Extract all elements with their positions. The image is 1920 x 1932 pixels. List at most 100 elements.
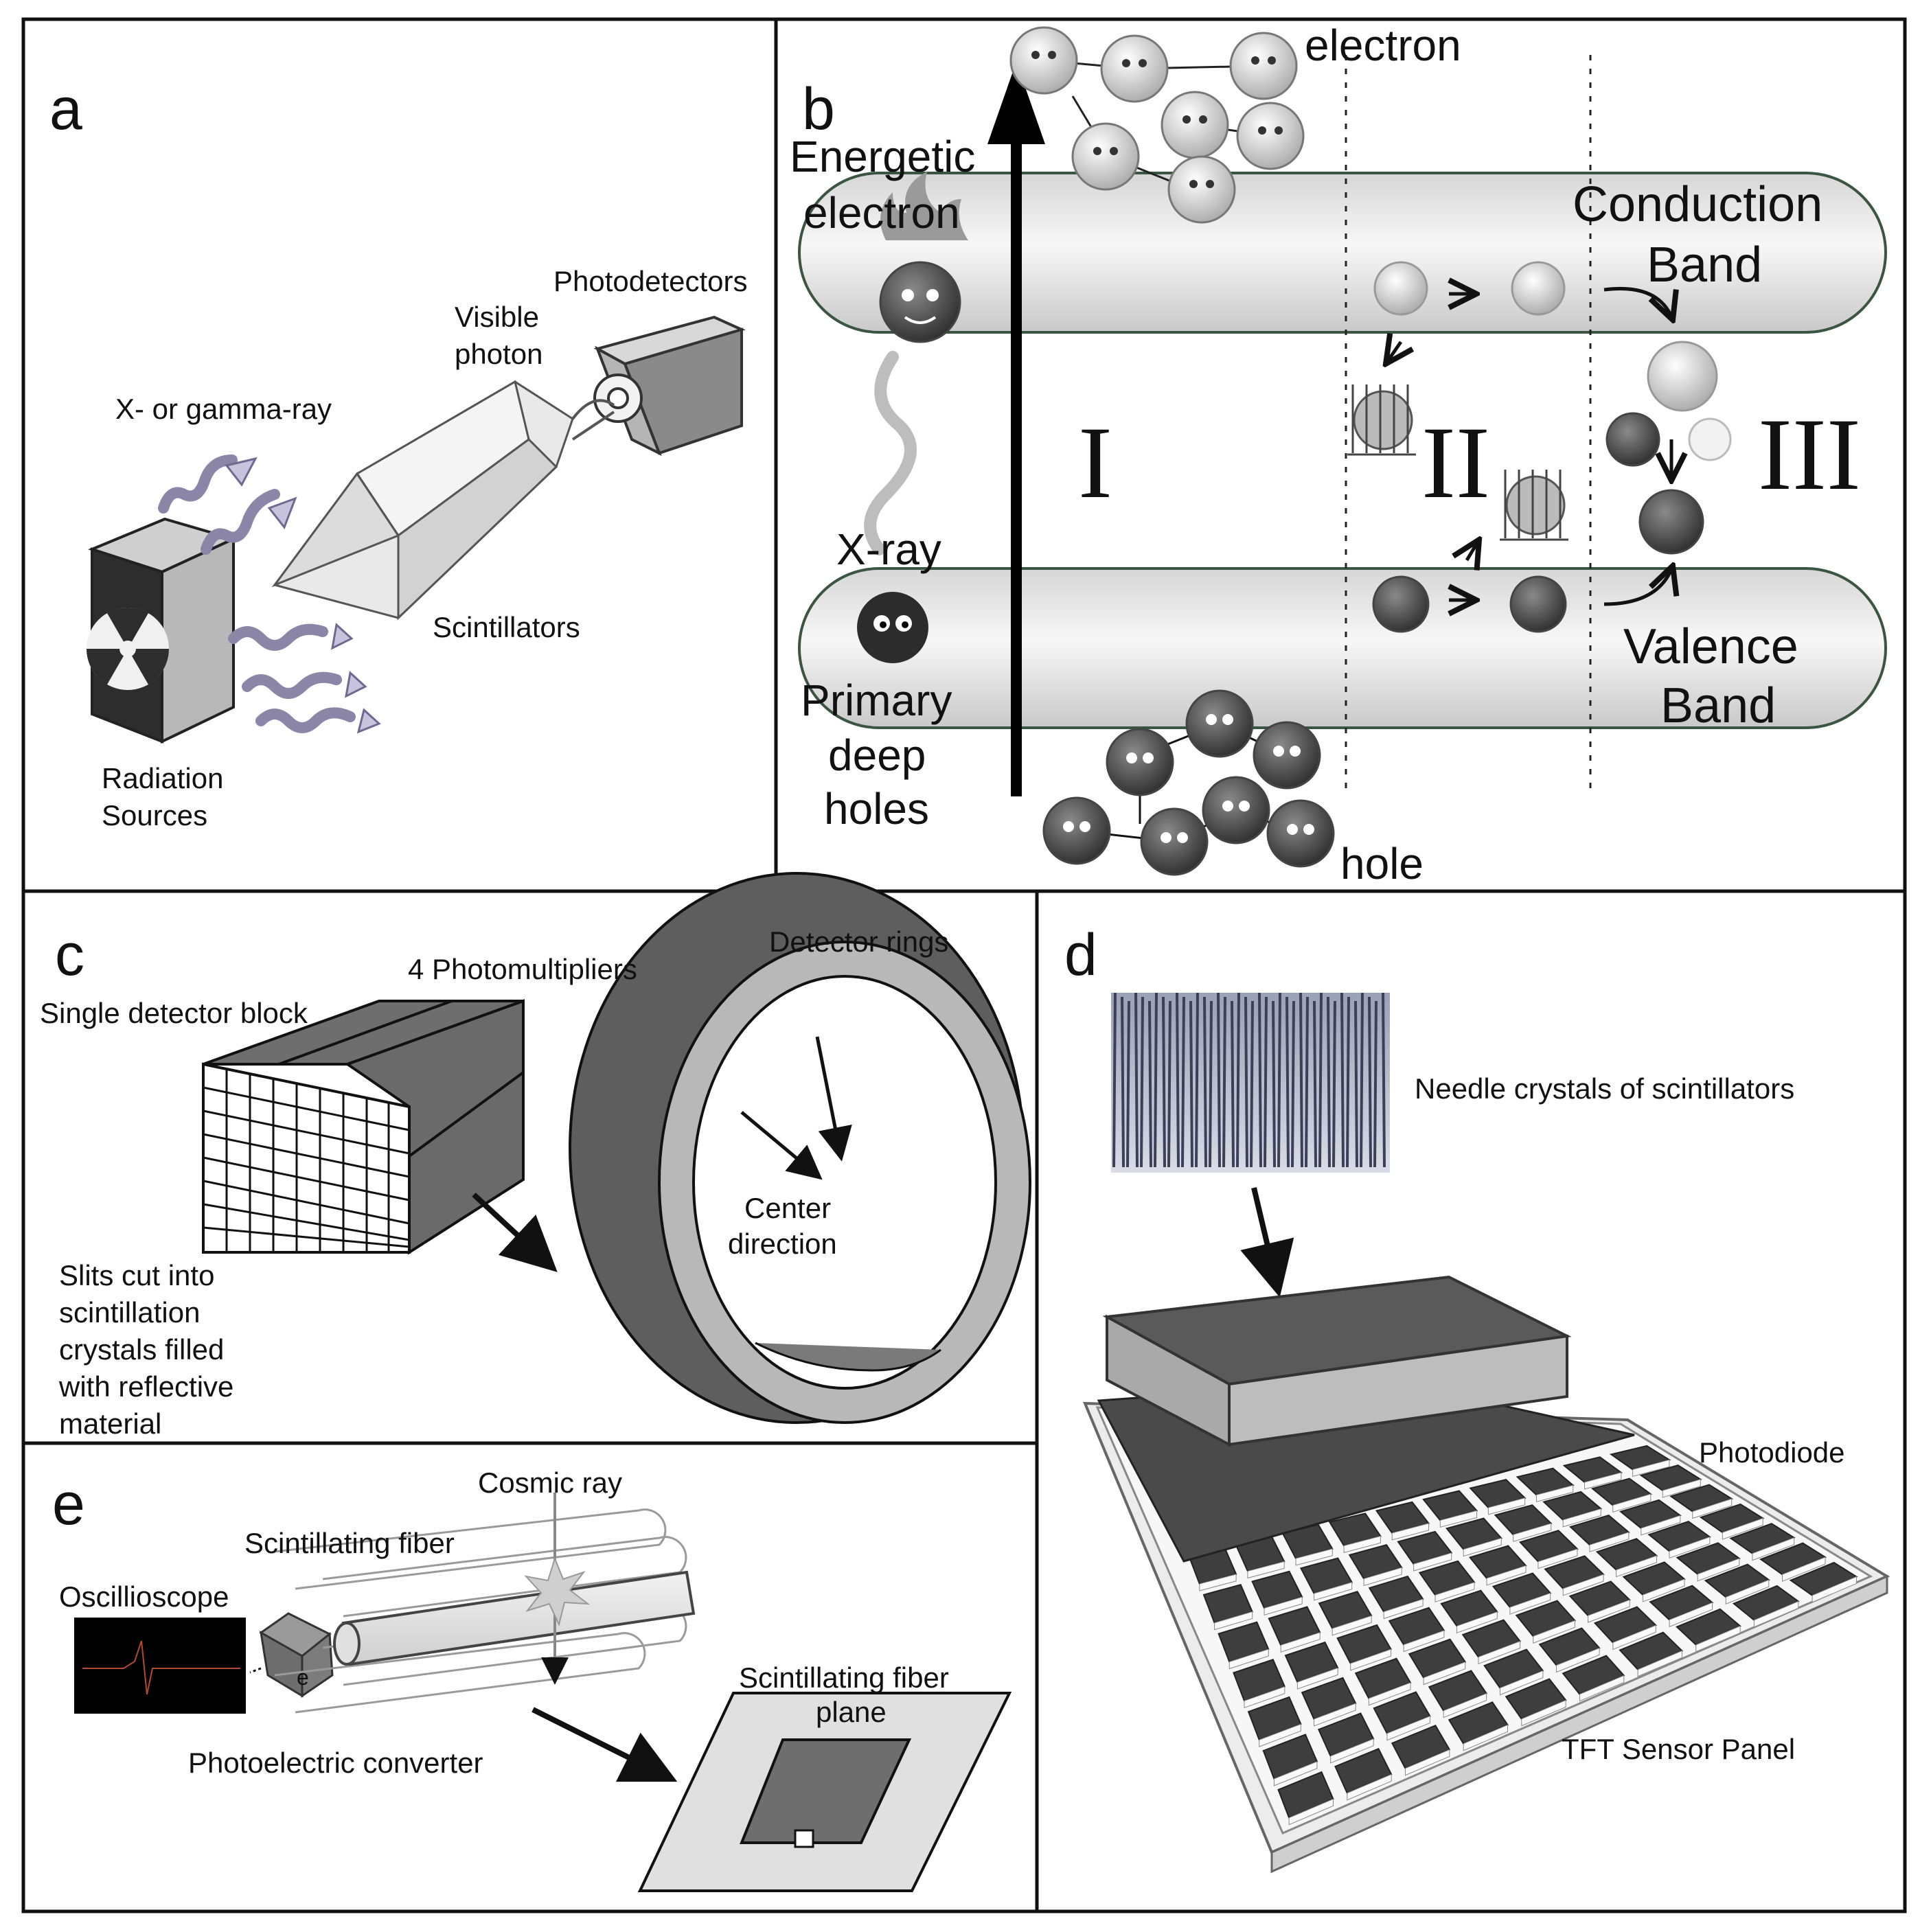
photodiode-pixel-edge: [1478, 1640, 1521, 1665]
label-energetic-electron: electron: [803, 188, 960, 238]
label-conduction: Conduction: [1573, 177, 1822, 232]
photodiode-pixel-edge: [1259, 1723, 1301, 1747]
photodiode-array: [1187, 1445, 1858, 1826]
needle-line: [1346, 996, 1350, 1168]
photodiode-pixel-edge: [1413, 1552, 1452, 1572]
radiation-source-box: [86, 517, 238, 744]
photodiode-pixel-edge: [1535, 1484, 1574, 1503]
photodiode-pixel-edge: [1363, 1567, 1402, 1587]
photodiode-pixel-edge: [1487, 1497, 1526, 1515]
label-slits-3: crystals filled: [59, 1333, 224, 1366]
photodiode-pixel-edge: [1533, 1620, 1575, 1644]
photodiode-pixel-edge: [1383, 1598, 1424, 1620]
photodiode-pixel-edge: [1463, 1724, 1508, 1751]
label-slits-1: Slits cut into: [59, 1259, 214, 1291]
photodiode-pixel-edge: [1725, 1579, 1770, 1605]
gamma-ray-arrowheads: [225, 457, 381, 734]
panel-e-letter: e: [52, 1471, 85, 1537]
panel-c-letter: c: [55, 922, 84, 988]
photodiode-pixel-edge: [1463, 1537, 1502, 1557]
label-hole: hole: [1340, 839, 1424, 888]
fiber-plane: [637, 1692, 1012, 1892]
needle-line: [1162, 996, 1166, 1168]
photodiode-pixel-edge: [1280, 1631, 1321, 1653]
photodiode-pixel-edge: [1456, 1611, 1498, 1634]
label-slits-5: material: [59, 1407, 161, 1440]
needle-crystals-image: [1111, 992, 1390, 1173]
label-photon: photon: [455, 338, 542, 370]
photodiode-pixel-edge: [1443, 1692, 1487, 1718]
photodiode-pixel-edge: [1199, 1574, 1237, 1591]
photodiode-pixel-edge: [1296, 1667, 1338, 1690]
label-plane-1: Scintillating fiber: [739, 1661, 949, 1694]
label-primary: Primary: [801, 676, 952, 725]
photodiode-pixel-edge: [1404, 1749, 1450, 1776]
panel-a: a: [49, 76, 748, 831]
center-direction-arrows: [740, 1036, 852, 1180]
photodiode-pixel-edge: [1632, 1459, 1670, 1477]
radiation-symbol-icon: [86, 607, 170, 690]
photodiode-pixel-edge: [1439, 1510, 1478, 1528]
conduction-band: [798, 172, 1887, 334]
photodiode-pixel-edge: [1521, 1699, 1566, 1727]
needle-line: [1382, 992, 1386, 1168]
photodiode-pixel-edge: [1332, 1615, 1372, 1636]
label-region-3: III: [1758, 398, 1861, 511]
label-radiation: Radiation: [102, 762, 223, 794]
photodiode-pixel-edge: [1562, 1574, 1604, 1596]
photodiode-pixel-edge: [1347, 1773, 1392, 1801]
needle-line: [1181, 996, 1185, 1168]
photodiode-pixel-edge: [1509, 1592, 1551, 1615]
needle-line: [1332, 1000, 1336, 1168]
needle-line: [1244, 996, 1248, 1168]
primary-hole-icon: [857, 592, 928, 663]
transition-arrows: [1386, 288, 1673, 604]
panel-c: c: [40, 872, 1031, 1440]
photodiode-pixel-edge: [1403, 1630, 1445, 1653]
photodiode-pixel-edge: [1637, 1650, 1682, 1677]
photodiode-pixel-edge: [1214, 1611, 1253, 1631]
needle-line: [1112, 992, 1117, 1168]
photodiode-pixel-edge: [1612, 1624, 1656, 1651]
needle-line: [1134, 992, 1139, 1168]
panel-b: b: [790, 21, 1887, 888]
needle-line: [1318, 992, 1323, 1168]
needle-line: [1250, 1000, 1254, 1168]
label-photomultipliers: 4 Photomultipliers: [408, 953, 637, 985]
label-sources: Sources: [102, 799, 207, 831]
photodiode-pixel-edge: [1273, 1761, 1318, 1786]
label-valence-band: Band: [1660, 678, 1776, 733]
photodiode-pixel-edge: [1228, 1648, 1269, 1670]
label-center: Center: [744, 1192, 831, 1224]
needle-line: [1368, 996, 1372, 1168]
label-photodiode: Photodiode: [1699, 1436, 1845, 1469]
photodiode-pixel-edge: [1782, 1556, 1826, 1582]
electron-cluster: [1009, 26, 1305, 224]
photodiode-pixel-edge: [1642, 1578, 1685, 1602]
arrow-fiber-to-plane: [532, 1707, 678, 1782]
photodiode-pixel-edge: [1579, 1675, 1625, 1702]
panel-d-letter: d: [1064, 922, 1097, 988]
region-faces: [1347, 261, 1732, 633]
photodiode-pixel-edge: [1435, 1581, 1475, 1602]
scintillator-slab: [1102, 1275, 1572, 1447]
needle-line: [1195, 992, 1199, 1168]
label-e-symbol: e: [297, 1665, 309, 1690]
needle-line: [1313, 1000, 1317, 1168]
photodiode-pixel-edge: [1588, 1599, 1630, 1623]
central-fiber: [333, 1570, 696, 1666]
photodiode-pixel-edge: [1391, 1523, 1429, 1541]
photodiode-pixel-edge: [1368, 1682, 1411, 1706]
needle-line: [1305, 996, 1309, 1168]
needle-line: [1176, 992, 1180, 1168]
photodiode-pixel-edge: [1244, 1686, 1285, 1709]
photodiode-pixel-edge: [1616, 1555, 1657, 1578]
photodiode-pixel-edge: [1513, 1523, 1552, 1542]
photodiode-pixel-edge: [1556, 1647, 1600, 1673]
label-needle: Needle crystals of scintillators: [1415, 1072, 1794, 1105]
photodiode-pixel-edge: [1264, 1596, 1303, 1615]
photodiode-pixel-edge: [1589, 1531, 1630, 1552]
needle-line: [1264, 996, 1268, 1168]
label-x-ray-b: X-ray: [836, 525, 941, 574]
